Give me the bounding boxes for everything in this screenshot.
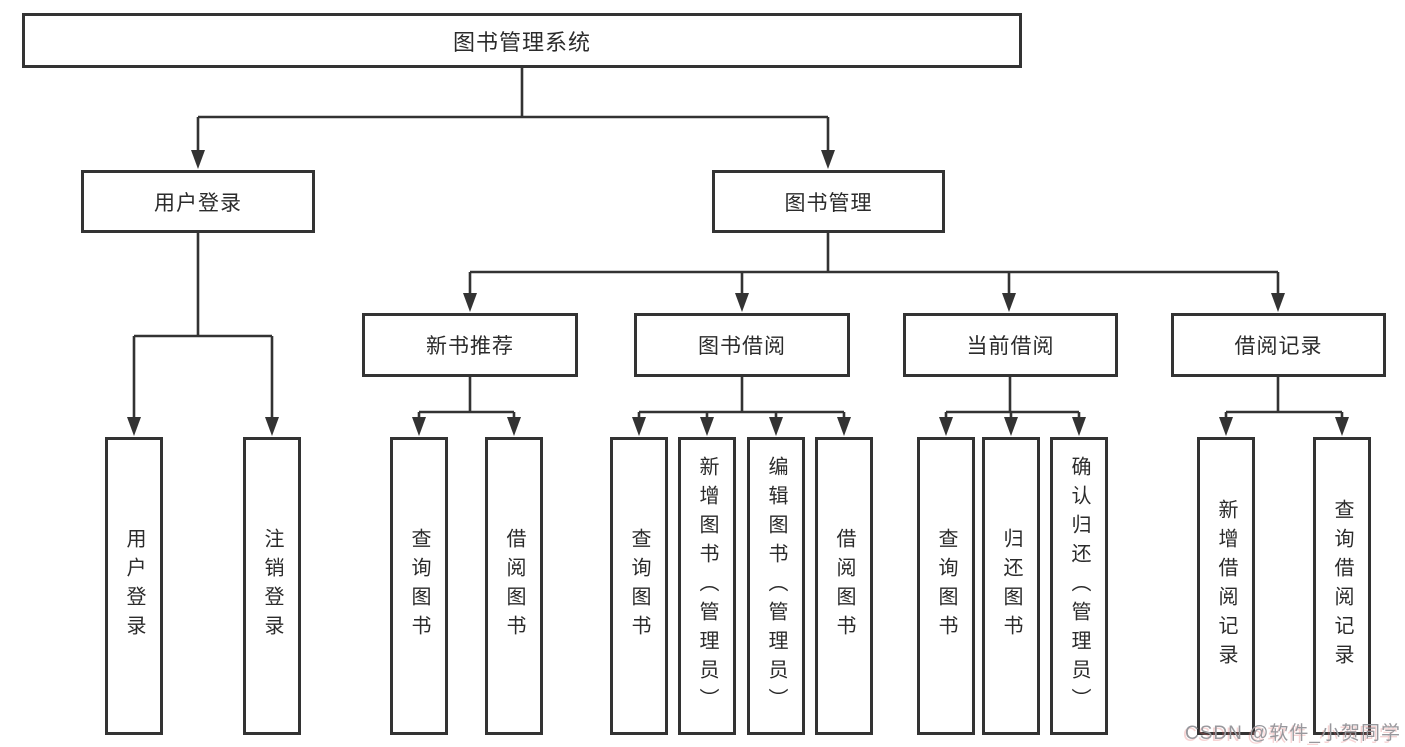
arrowheads xyxy=(127,150,1349,436)
node-current-borrowing-label: 当前借阅 xyxy=(966,335,1055,358)
leaf-logout-label: 注销登录 xyxy=(261,528,283,644)
leaf-confirm-return-admin-label: 确认归还（管理员） xyxy=(1068,455,1090,717)
node-user-login-label: 用户登录 xyxy=(154,191,242,215)
leaf-query-borrow-record-label: 查询借阅记录 xyxy=(1331,499,1353,673)
node-new-book-recommend-label: 新书推荐 xyxy=(426,335,514,358)
node-library-system-label: 图书管理系统 xyxy=(452,29,591,55)
node-user-login: 用户登录 xyxy=(81,170,315,233)
leaf-add-books-admin-label: 新增图书（管理员） xyxy=(696,455,718,717)
node-library-system: 图书管理系统 xyxy=(22,13,1022,68)
leaf-query-books-current: 查询图书 xyxy=(917,437,975,735)
node-borrowing-records-label: 借阅记录 xyxy=(1234,335,1323,358)
leaf-add-borrow-record-label: 新增借阅记录 xyxy=(1215,499,1237,673)
leaf-borrow-books-borrowing-label: 借阅图书 xyxy=(833,528,855,644)
leaf-query-books-current-label: 查询图书 xyxy=(935,528,957,644)
leaf-query-books-recommend: 查询图书 xyxy=(390,437,448,735)
leaf-borrow-books-borrowing: 借阅图书 xyxy=(815,437,873,735)
leaf-borrow-books-recommend: 借阅图书 xyxy=(485,437,543,735)
leaf-edit-books-admin-label: 编辑图书（管理员） xyxy=(765,455,787,717)
leaf-confirm-return-admin: 确认归还（管理员） xyxy=(1050,437,1108,735)
node-current-borrowing: 当前借阅 xyxy=(903,313,1118,377)
leaf-user-login: 用户登录 xyxy=(105,437,163,735)
node-book-borrowing-label: 图书借阅 xyxy=(698,335,786,358)
leaf-edit-books-admin: 编辑图书（管理员） xyxy=(747,437,805,735)
node-book-borrowing: 图书借阅 xyxy=(634,313,850,377)
node-book-management: 图书管理 xyxy=(712,170,945,233)
leaf-query-books-borrowing: 查询图书 xyxy=(610,437,668,735)
leaf-return-books-label: 归还图书 xyxy=(1000,528,1022,644)
leaf-query-books-recommend-label: 查询图书 xyxy=(408,528,430,644)
leaf-logout: 注销登录 xyxy=(243,437,301,735)
node-borrowing-records: 借阅记录 xyxy=(1171,313,1386,377)
leaf-return-books: 归还图书 xyxy=(982,437,1040,735)
leaf-user-login-label: 用户登录 xyxy=(123,528,145,644)
leaf-add-books-admin: 新增图书（管理员） xyxy=(678,437,736,735)
leaf-borrow-books-recommend-label: 借阅图书 xyxy=(503,528,525,644)
node-new-book-recommend: 新书推荐 xyxy=(362,313,578,377)
leaf-query-books-borrowing-label: 查询图书 xyxy=(628,528,650,644)
node-book-management-label: 图书管理 xyxy=(784,191,873,215)
leaf-query-borrow-record: 查询借阅记录 xyxy=(1313,437,1371,735)
watermark: CSDN @软件_小贺同学 xyxy=(1185,723,1401,744)
leaf-add-borrow-record: 新增借阅记录 xyxy=(1197,437,1255,735)
